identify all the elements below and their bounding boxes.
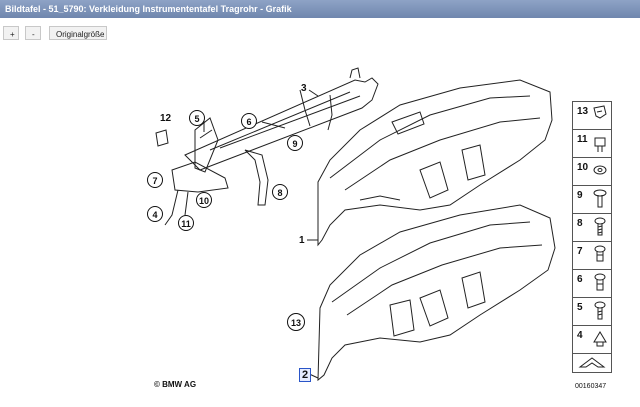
screw-icon — [593, 189, 607, 208]
panel-item-9[interactable]: 9 — [573, 186, 611, 214]
copyright-text: © BMW AG — [154, 380, 197, 389]
clip-icon — [593, 331, 607, 347]
callout-7[interactable]: 7 — [147, 172, 163, 188]
screw-icon — [594, 301, 606, 320]
screw-icon — [594, 217, 606, 236]
panel-item-11[interactable]: 11 — [573, 130, 611, 158]
panel-item-number: 13 — [577, 106, 589, 117]
panel-item-13[interactable]: 13 — [573, 102, 611, 130]
panel-item-number: 9 — [577, 190, 583, 201]
callout-2-selected[interactable]: 2 — [299, 368, 312, 382]
callout-11[interactable]: 11 — [178, 215, 194, 231]
dashboard-upper — [317, 79, 553, 247]
zoom-in-button[interactable]: + — [3, 26, 19, 40]
window-title-bar: Bildtafel - 51_5790: Verkleidung Instrum… — [0, 0, 640, 18]
panel-item-number: 7 — [577, 246, 583, 257]
parts-diagram — [155, 67, 556, 382]
callout-5[interactable]: 5 — [189, 110, 205, 126]
panel-item-number: 5 — [577, 302, 583, 313]
screw-icon — [594, 273, 606, 291]
reference-number: 00160347 — [575, 383, 607, 390]
panel-item-arrow[interactable] — [573, 354, 611, 372]
callout-3[interactable]: 3 — [301, 83, 307, 94]
window-title: Bildtafel - 51_5790: Verkleidung Instrum… — [5, 4, 292, 14]
arrow-icon — [578, 357, 606, 368]
panel-item-10[interactable]: 10 — [573, 158, 611, 186]
support-tube — [184, 77, 379, 171]
callout-12[interactable]: 12 — [160, 113, 172, 124]
panel-item-number: 8 — [577, 218, 583, 229]
clip-icon — [593, 105, 607, 119]
panel-item-6[interactable]: 6 — [573, 270, 611, 298]
panel-item-number: 11 — [577, 134, 588, 145]
callout-6[interactable]: 6 — [241, 113, 257, 129]
callout-10[interactable]: 10 — [196, 192, 212, 208]
original-size-button[interactable]: Originalgröße — [49, 26, 107, 40]
callout-8[interactable]: 8 — [272, 184, 288, 200]
screw-icon — [594, 245, 606, 262]
dashboard-lower — [317, 204, 556, 382]
panel-item-number: 4 — [577, 330, 583, 341]
panel-item-number: 6 — [577, 274, 583, 285]
panel-item-5[interactable]: 5 — [573, 298, 611, 326]
panel-item-8[interactable]: 8 — [573, 214, 611, 242]
zoom-out-button[interactable]: - — [25, 26, 41, 40]
panel-item-4[interactable]: 4 — [573, 326, 611, 354]
clip-icon — [594, 137, 606, 152]
parts-panel: 13 11 10 9 8 7 6 5 4 — [572, 101, 612, 373]
callout-4[interactable]: 4 — [147, 206, 163, 222]
nut-icon — [593, 165, 607, 175]
panel-item-number: 10 — [577, 162, 589, 173]
callout-9[interactable]: 9 — [287, 135, 303, 151]
panel-item-7[interactable]: 7 — [573, 242, 611, 270]
callout-1[interactable]: 1 — [299, 235, 305, 246]
callout-13[interactable]: 13 — [287, 313, 305, 331]
